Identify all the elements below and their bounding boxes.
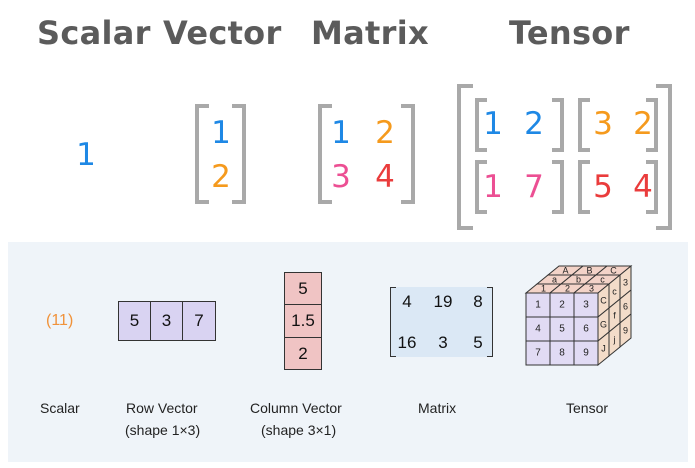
left-bracket — [578, 160, 590, 214]
cube-front-label: 4 — [535, 324, 541, 335]
cube-front-label: 1 — [535, 300, 541, 311]
cube-front-label: 7 — [535, 348, 541, 359]
left-bracket — [578, 98, 590, 152]
cube-top-label: 3 — [589, 284, 594, 294]
cube-side-label: 9 — [623, 326, 628, 336]
matrix-caption: Matrix — [418, 400, 457, 416]
cube-side-label: c — [612, 287, 617, 297]
outer-left-bracket — [457, 84, 473, 230]
cube-top-label: a — [552, 275, 557, 285]
cube-front-label: 3 — [583, 300, 589, 311]
tensor-value: 1 — [483, 106, 503, 142]
column-vector-cell: 5 — [284, 272, 322, 305]
matrix-background — [391, 287, 492, 357]
left-bracket — [390, 287, 396, 357]
cube-top-label: A — [562, 266, 568, 276]
matrix-cell: 4 — [402, 292, 412, 311]
matrix-cell: 8 — [473, 292, 483, 311]
right-bracket — [232, 104, 246, 204]
cube-top-label: 1 — [541, 284, 546, 294]
row-vector-cell: 3 — [150, 301, 183, 341]
tensor-value: 7 — [524, 169, 544, 205]
cube-side-label: 6 — [623, 302, 628, 312]
matrix-value: 4 — [375, 159, 395, 195]
cube-side-label: G — [600, 320, 607, 330]
title-vector: Vector — [163, 14, 282, 52]
column-vector-shape: (shape 3×1) — [261, 422, 337, 438]
right-bracket — [552, 160, 564, 214]
cube-side-label: 3 — [623, 278, 628, 288]
title-matrix: Matrix — [311, 14, 429, 52]
matrix-cell: 5 — [473, 333, 483, 352]
right-bracket — [401, 104, 415, 204]
matrix-cell: 19 — [433, 292, 453, 311]
title-tensor: Tensor — [509, 14, 630, 52]
matrix-value: 1 — [331, 115, 351, 151]
tensor-value: 5 — [593, 169, 613, 205]
cube-front-label: 6 — [583, 324, 589, 335]
cube-top-label: B — [586, 266, 592, 276]
right-bracket — [646, 98, 658, 152]
cube-front-label: 2 — [559, 300, 565, 311]
vector-value: 1 — [211, 115, 231, 151]
matrix-value: 3 — [331, 159, 351, 195]
tensor-value: 3 — [593, 106, 613, 142]
outer-right-bracket — [656, 84, 672, 230]
cube-side-cell — [619, 312, 632, 349]
title-scalar: Scalar — [37, 14, 151, 52]
cube-front-label: 8 — [559, 348, 565, 359]
matrix-value: 2 — [375, 115, 395, 151]
tensor-value: 2 — [633, 106, 653, 142]
column-vector-caption: Column Vector — [250, 400, 342, 416]
row-vector-shape: (shape 1×3) — [125, 422, 201, 438]
left-bracket — [475, 160, 487, 214]
tensor-value: 1 — [483, 169, 503, 205]
cube-front-label: 9 — [583, 348, 589, 359]
cube-top-label: C — [610, 266, 617, 276]
scalar-example-value: (11) — [46, 312, 74, 329]
row-vector-cell: 5 — [118, 301, 151, 341]
right-bracket — [487, 287, 493, 357]
cube-front-label: 5 — [559, 324, 565, 335]
right-bracket — [552, 98, 564, 152]
cube-top-label: 2 — [565, 284, 570, 294]
tensor-value: 4 — [633, 169, 653, 205]
right-bracket — [646, 160, 658, 214]
left-bracket — [318, 104, 332, 204]
left-bracket — [195, 104, 209, 204]
vector-value: 2 — [211, 159, 231, 195]
matrix-cell: 3 — [438, 333, 448, 352]
cube-front-cell — [573, 340, 599, 366]
tensor-caption: Tensor — [566, 400, 609, 416]
row-vector-caption: Row Vector — [126, 400, 198, 416]
cube-side-label: j — [613, 335, 616, 345]
row-vector-cell: 7 — [182, 301, 216, 341]
column-vector-cell: 1.5 — [284, 304, 322, 338]
left-bracket — [475, 98, 487, 152]
cube-top-label: c — [600, 275, 605, 285]
cube-side-label: f — [613, 311, 616, 321]
column-vector-cell: 2 — [284, 337, 322, 370]
cube-side-label: J — [601, 344, 606, 354]
matrix-cell: 16 — [397, 333, 417, 352]
cube-top-label: b — [576, 275, 581, 285]
tensor-value: 2 — [524, 106, 544, 142]
cube-side-label: C — [600, 296, 607, 306]
scalar-caption: Scalar — [40, 400, 80, 416]
scalar-value: 1 — [76, 137, 96, 173]
